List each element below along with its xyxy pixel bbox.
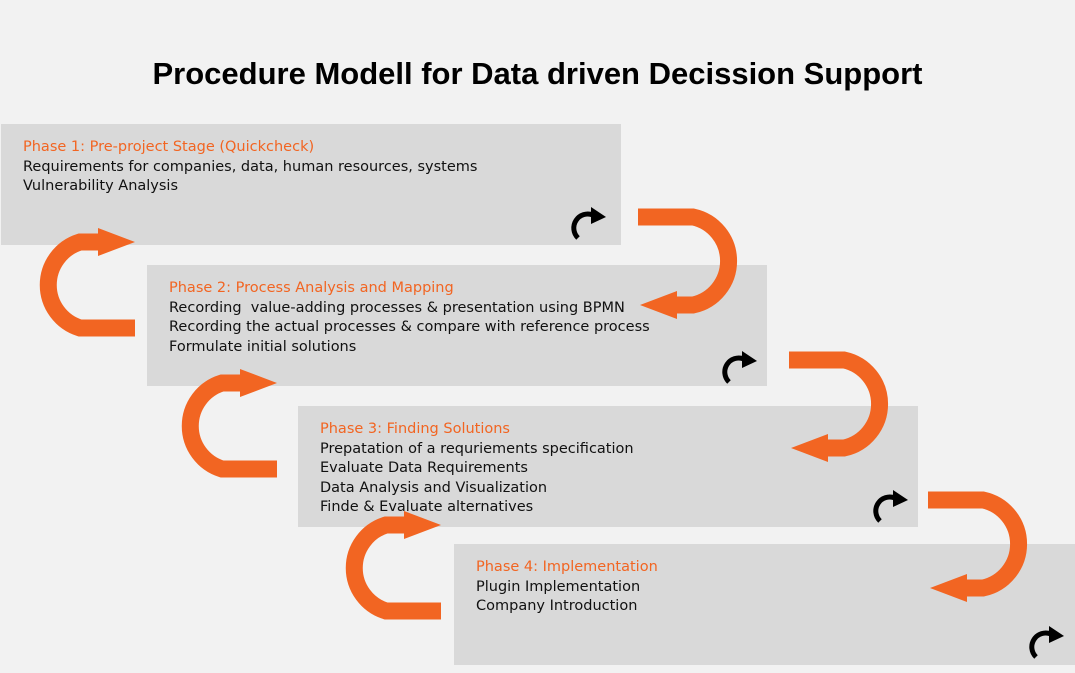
phase-1-line: Requirements for companies, data, human … (23, 158, 478, 175)
phase-2-title: Phase 2: Process Analysis and Mapping (169, 280, 454, 296)
phase-3-title: Phase 3: Finding Solutions (320, 421, 510, 437)
phase-4-title: Phase 4: Implementation (476, 559, 658, 575)
phase-3-line: Finde & Evaluate alternatives (320, 499, 534, 515)
phase-1-box: Phase 1: Pre-project Stage (Quickcheck) … (1, 124, 621, 245)
phase-2-line: Formulate initial solutions (169, 338, 357, 355)
phase-3-line: Data Analysis and Visualization (320, 479, 548, 496)
diagram-title: Procedure Modell for Data driven Decissi… (152, 56, 923, 91)
phase-4-box: Phase 4: Implementation Plugin Implement… (454, 544, 1075, 665)
phase-3-box: Phase 3: Finding Solutions Prepatation o… (298, 406, 918, 527)
phase-4-line: Plugin Implementation (476, 578, 641, 595)
phase-1-title: Phase 1: Pre-project Stage (Quickcheck) (23, 139, 315, 155)
phase-4-line: Company Introduction (476, 598, 638, 614)
phase-2-line: Recording value-adding processes & prese… (169, 299, 625, 316)
phase-2-line: Recording the actual processes & compare… (169, 319, 650, 335)
phase-3-line: Prepatation of a requriements specificat… (320, 440, 634, 457)
phase-1-line: Vulnerability Analysis (23, 178, 179, 194)
phase-3-line: Evaluate Data Requirements (320, 460, 528, 476)
phase-2-box: Phase 2: Process Analysis and Mapping Re… (147, 265, 767, 386)
